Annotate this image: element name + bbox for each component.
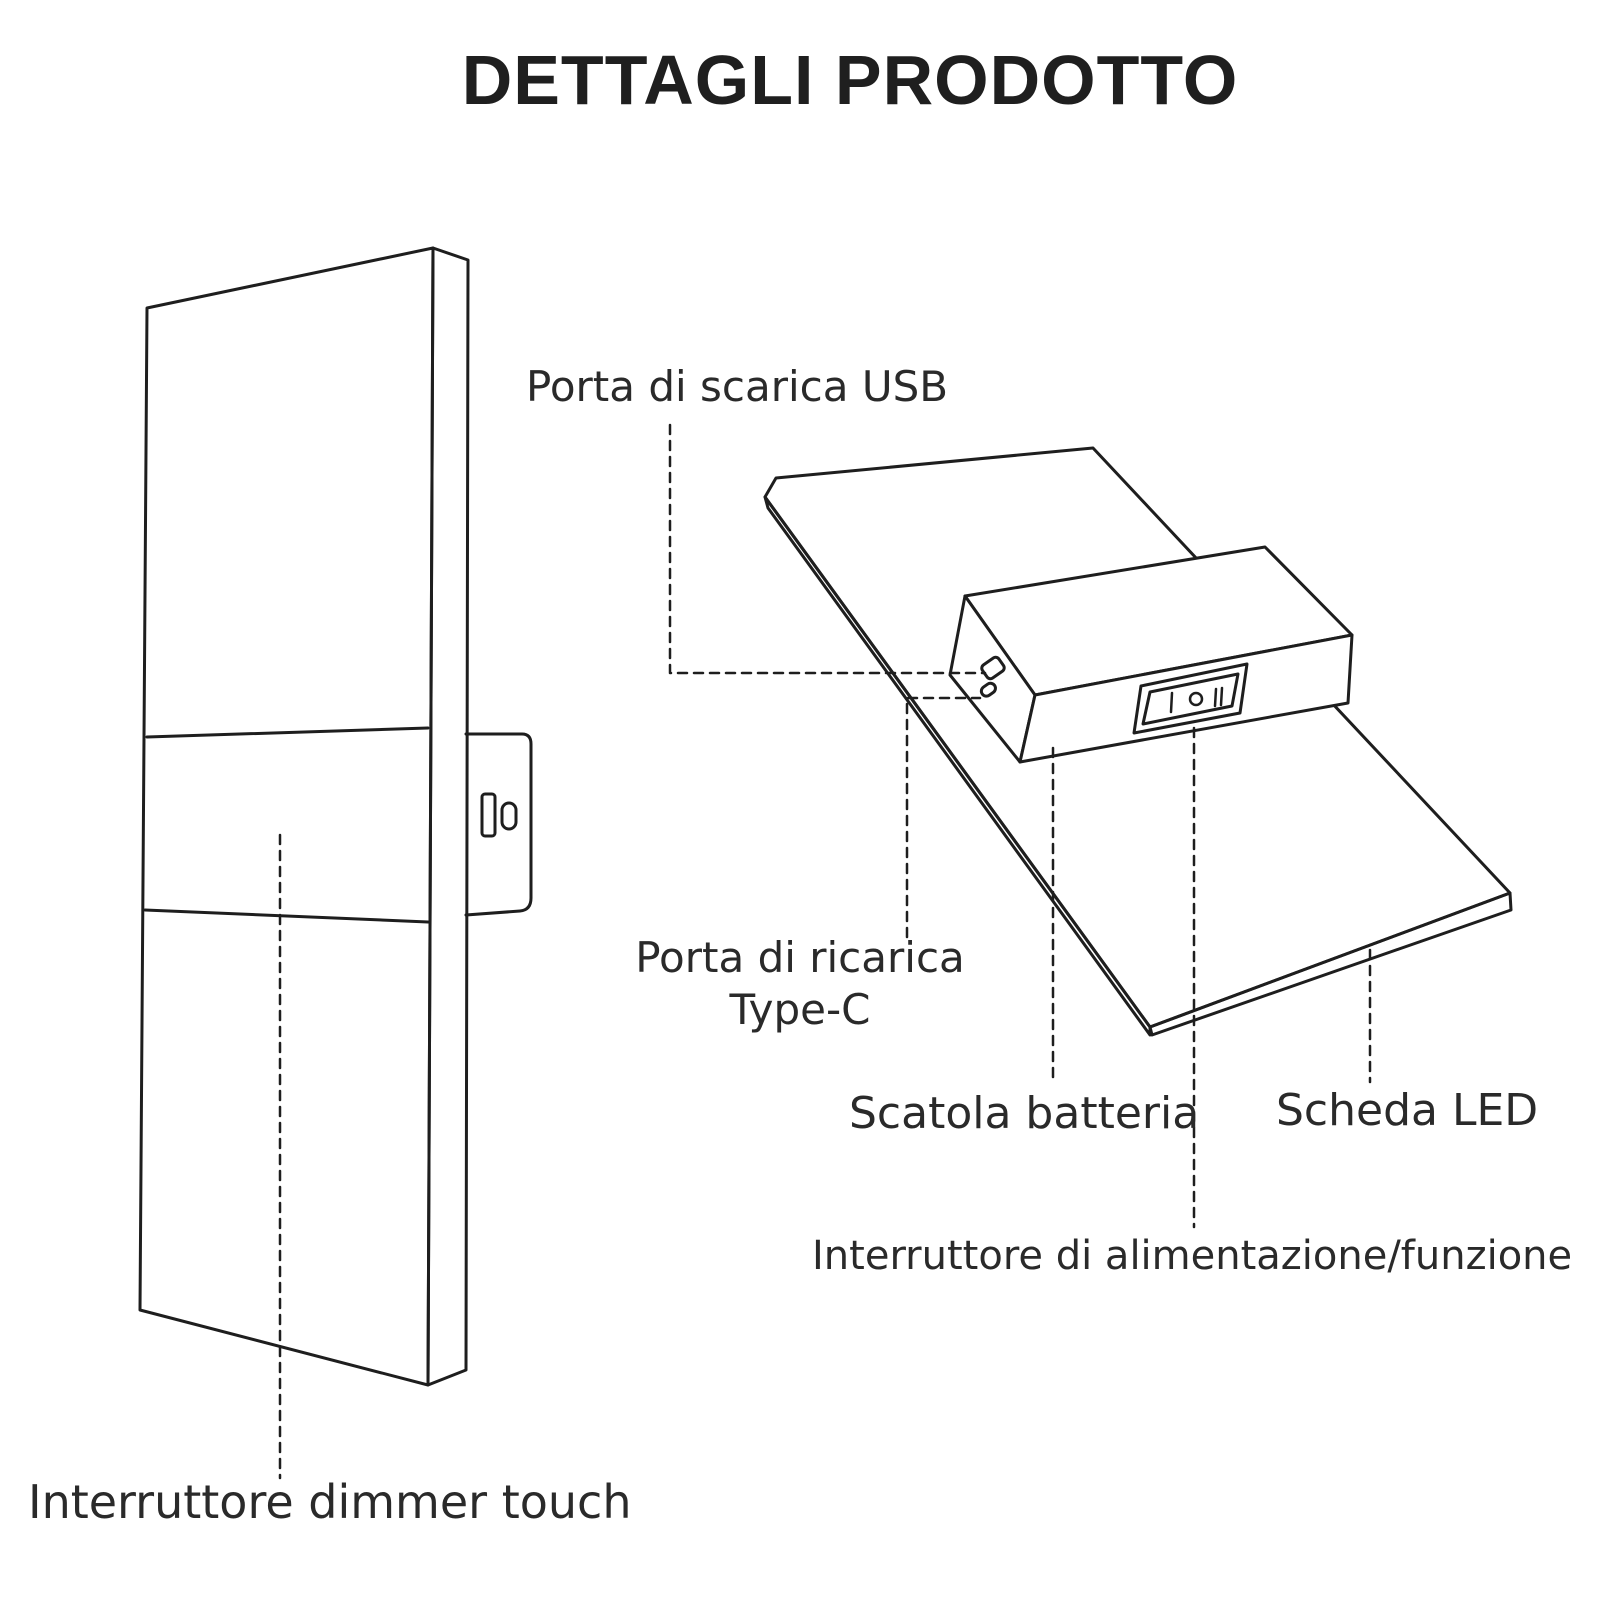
battery-box-front (1018, 633, 1354, 764)
page-title: DETTAGLI PRODOTTO (461, 41, 1239, 119)
typec-charging-port-label: Porta di ricarica Type-C (630, 932, 970, 1036)
switch-mark-1 (1169, 691, 1174, 714)
panel-side-edge (426, 246, 470, 1387)
led-board-right-edge (1148, 891, 1513, 1037)
typec-leader-line (905, 696, 982, 939)
led-board-label: Scheda LED (1276, 1085, 1539, 1136)
vertical-led-panel (138, 246, 533, 1480)
battery-box-label: Scatola batteria (849, 1088, 1200, 1139)
panel-band-top (145, 726, 430, 739)
switch-mark-o (1188, 691, 1204, 707)
led-board-front-edge (763, 495, 1152, 1037)
usb-leader-line (668, 423, 987, 675)
typec-label-line-1: Porta di ricarica (635, 933, 965, 982)
touch-dimmer-slot-inner (500, 801, 518, 831)
battery-box (948, 545, 1354, 764)
panel-side-tab (464, 732, 533, 917)
switch-mark-2b (1219, 686, 1224, 707)
power-function-switch-label: Interruttore di alimentazione/funzione (812, 1233, 1573, 1279)
panel-band-bottom (143, 908, 430, 924)
typec-label-line-2: Type-C (729, 985, 871, 1034)
typec-port (979, 681, 997, 698)
panel-front-face (138, 246, 435, 1387)
horizontal-led-board (763, 446, 1513, 1037)
leader-lines (668, 423, 1372, 1229)
power-switch-inner (1141, 672, 1240, 726)
touch-dimmer-slot-outer (480, 792, 497, 838)
power-switch-outer (1132, 662, 1249, 735)
touch-dimmer-switch-label: Interruttore dimmer touch (28, 1475, 632, 1529)
usb-discharge-port-label: Porta di scarica USB (526, 362, 949, 411)
switch-mark-2a (1213, 687, 1218, 708)
